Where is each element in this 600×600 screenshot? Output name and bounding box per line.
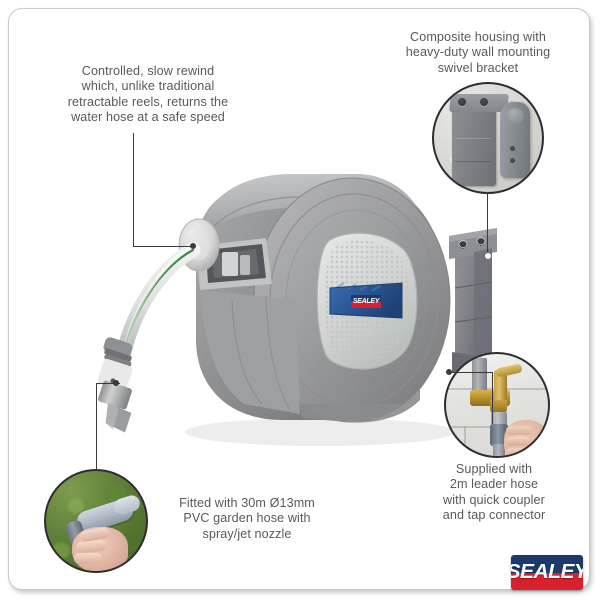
- leader-line-hose-vertical: [96, 383, 98, 469]
- callout-text-housing: Composite housing with heavy-duty wall m…: [405, 30, 551, 75]
- bracket-bolt-hole: [480, 98, 488, 106]
- leader-line-tap-vertical: [492, 372, 494, 424]
- leader-line-rewind-horizontal: [133, 246, 193, 248]
- badge-red-band: [351, 301, 381, 308]
- detail-bubble-spray-nozzle: [44, 469, 148, 573]
- bracket-pin: [510, 146, 515, 151]
- badge-wordmark: SEALEY: [352, 298, 380, 305]
- callout-text-hose: Fitted with 30m Ø13mm PVC garden hose wi…: [179, 496, 315, 541]
- leader-line-hose-horizontal: [96, 383, 120, 385]
- leader-dot-housing: [485, 253, 491, 259]
- leader-dot-tap: [446, 369, 452, 375]
- brass-tap-spout: [490, 400, 507, 414]
- bracket-wall-plate: [452, 98, 496, 186]
- logo-wordmark: SEALEY: [511, 561, 583, 583]
- callout-text-rewind: Controlled, slow rewind which, unlike tr…: [67, 64, 229, 125]
- tile-grout-line: [464, 426, 466, 456]
- bracket-swivel-knob: [506, 108, 524, 124]
- logo-navy-band: [511, 555, 583, 573]
- brass-tap-handle: [495, 363, 523, 378]
- logo-red-band: [511, 572, 583, 590]
- reel-body-group: [178, 174, 451, 423]
- leader-line-tap-horizontal: [450, 372, 493, 374]
- leader-hose-end: [493, 444, 505, 456]
- finger: [506, 426, 532, 435]
- brass-tap-arm: [494, 370, 507, 404]
- finger: [74, 553, 102, 564]
- leader-line-housing: [487, 192, 489, 256]
- badge-navy-band: [351, 295, 381, 302]
- finger: [506, 448, 528, 456]
- tap-connector: [491, 412, 507, 426]
- product-badge-logo: SEALEY: [351, 295, 381, 308]
- detail-bubble-tap-connector: [444, 352, 550, 458]
- leader-dot-rewind: [190, 243, 196, 249]
- detail-bubble-wall-bracket: [432, 82, 544, 194]
- quick-coupler: [490, 424, 508, 446]
- sealey-logo: SEALEY: [511, 555, 583, 590]
- bracket-bolt-hole: [458, 98, 466, 106]
- leader-line-rewind-vertical: [133, 133, 135, 247]
- finger: [506, 437, 530, 446]
- leader-dot-hose: [113, 380, 119, 386]
- bracket-pin: [510, 158, 515, 163]
- wall-pipe: [472, 358, 487, 396]
- callout-text-leader-hose: Supplied with 2m leader hose with quick …: [442, 462, 546, 523]
- hose-group: [97, 242, 201, 433]
